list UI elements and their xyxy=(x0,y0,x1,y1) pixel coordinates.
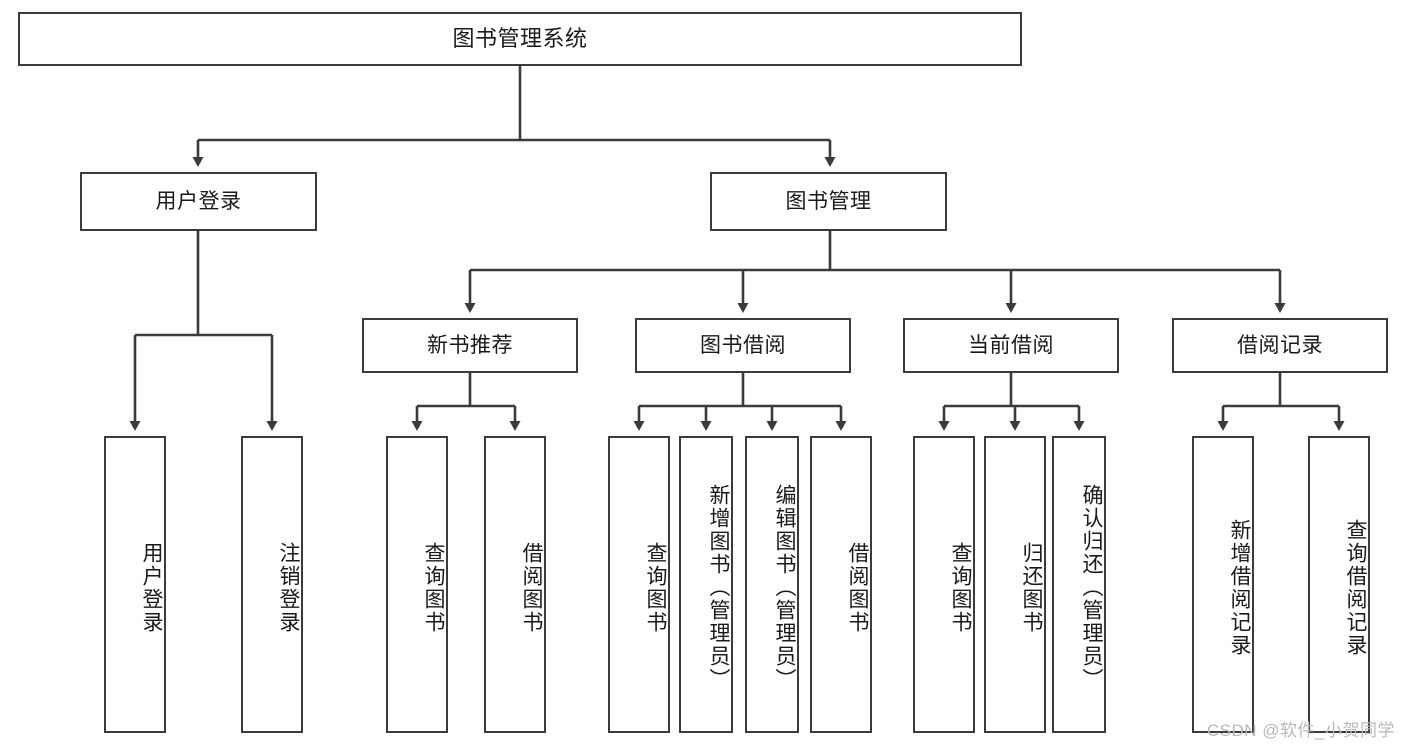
node-label: 查询图书 xyxy=(644,541,667,634)
leaf-borrow-book[interactable]: 借阅图书 xyxy=(810,436,872,733)
leaf-query-book-current[interactable]: 查询图书 xyxy=(913,436,975,733)
node-label: 注销登录 xyxy=(277,541,300,634)
node-book-borrow[interactable]: 图书借阅 xyxy=(635,318,851,373)
node-label: 当前借阅 xyxy=(968,333,1054,357)
node-label: 图书借阅 xyxy=(700,333,786,357)
node-borrow-record[interactable]: 借阅记录 xyxy=(1172,318,1388,373)
node-label: 新书推荐 xyxy=(427,333,513,357)
node-label: 用户登录 xyxy=(155,189,242,213)
leaf-add-borrow-record[interactable]: 新增借阅记录 xyxy=(1192,436,1254,733)
node-label: 图书管理系统 xyxy=(452,25,588,51)
node-label: 图书管理 xyxy=(785,189,872,213)
leaf-query-book-borrow[interactable]: 查询图书 xyxy=(608,436,670,733)
node-user-login[interactable]: 用户登录 xyxy=(80,172,317,231)
node-label: 查询借阅记录 xyxy=(1344,518,1367,657)
node-label: 借阅图书 xyxy=(520,541,543,634)
watermark: CSDN @软件_小贺同学 xyxy=(1206,721,1395,740)
node-label: 用户登录 xyxy=(140,541,163,634)
node-label: 借阅图书 xyxy=(846,541,869,634)
node-current-borrow[interactable]: 当前借阅 xyxy=(903,318,1119,373)
leaf-confirm-return-admin[interactable]: 确认归还（管理员） xyxy=(1052,436,1106,733)
node-label: 新增借阅记录 xyxy=(1228,518,1251,657)
node-new-book-recommend[interactable]: 新书推荐 xyxy=(362,318,578,373)
node-label: 查询图书 xyxy=(422,541,445,634)
leaf-borrow-book-recommend[interactable]: 借阅图书 xyxy=(484,436,546,733)
node-label: 新增图书（管理员） xyxy=(707,484,730,691)
leaf-query-borrow-record[interactable]: 查询借阅记录 xyxy=(1308,436,1370,733)
node-label: 借阅记录 xyxy=(1237,333,1323,357)
node-book-manage[interactable]: 图书管理 xyxy=(710,172,947,231)
node-label: 编辑图书（管理员） xyxy=(773,484,796,691)
leaf-query-book-recommend[interactable]: 查询图书 xyxy=(386,436,448,733)
node-label: 确认归还（管理员） xyxy=(1080,484,1103,691)
leaf-edit-book-admin[interactable]: 编辑图书（管理员） xyxy=(745,436,799,733)
leaf-return-book[interactable]: 归还图书 xyxy=(984,436,1046,733)
node-label: 归还图书 xyxy=(1020,541,1043,634)
leaf-add-book-admin[interactable]: 新增图书（管理员） xyxy=(679,436,733,733)
leaf-logout-login[interactable]: 注销登录 xyxy=(241,436,303,733)
node-root-system[interactable]: 图书管理系统 xyxy=(18,12,1022,66)
node-label: 查询图书 xyxy=(949,541,972,634)
leaf-user-login[interactable]: 用户登录 xyxy=(104,436,166,733)
